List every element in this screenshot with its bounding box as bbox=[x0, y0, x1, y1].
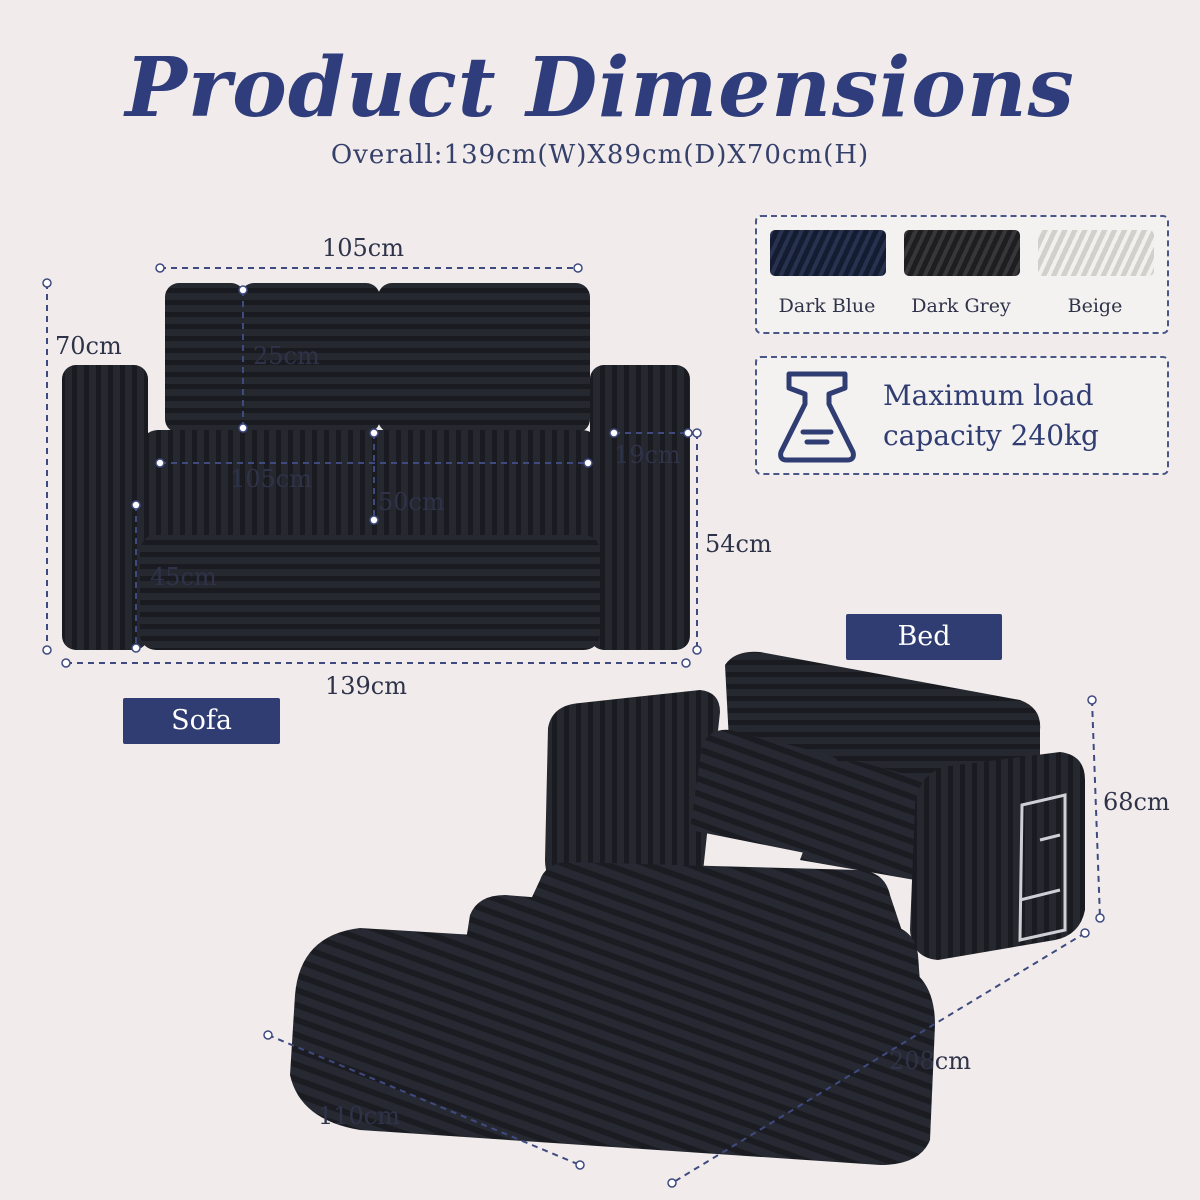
sofa-dimension-lines bbox=[46, 267, 698, 664]
bed-length-label: 208cm bbox=[889, 1047, 972, 1075]
sofa-back-middle bbox=[240, 283, 380, 433]
sofa-cushion-height-label: 25cm bbox=[253, 342, 320, 370]
sofa-seat-depth-label: 50cm bbox=[378, 488, 445, 516]
sofa-dimension-dots bbox=[42, 263, 702, 668]
bed-tag: Bed bbox=[846, 614, 1002, 660]
swatch-label-dark-blue: Dark Blue bbox=[778, 295, 876, 317]
bed-image bbox=[290, 651, 1085, 1165]
bed-cushion-left bbox=[690, 729, 843, 855]
sofa-tag: Sofa bbox=[123, 698, 280, 744]
swatch-dark-grey[interactable] bbox=[904, 230, 1020, 276]
sofa-seat-cushion bbox=[140, 430, 600, 540]
sofa-arm-right bbox=[590, 365, 690, 650]
page-title: Product Dimensions bbox=[125, 40, 1075, 136]
sofa-arm-height-label: 54cm bbox=[705, 530, 772, 558]
sofa-height-label: 70cm bbox=[55, 332, 122, 360]
bed-mattress-front bbox=[290, 928, 935, 1165]
swatch-label-beige: Beige bbox=[1067, 295, 1123, 317]
sofa-arm-left bbox=[62, 365, 148, 650]
swatch-label-dark-grey: Dark Grey bbox=[911, 295, 1011, 317]
sofa-base bbox=[140, 535, 600, 650]
weight-icon bbox=[778, 371, 856, 463]
bed-width-label: 110cm bbox=[318, 1102, 401, 1130]
bed-height-label: 68cm bbox=[1103, 788, 1170, 816]
max-load-line1: Maximum load bbox=[883, 379, 1094, 412]
bed-dimension-dots bbox=[263, 695, 1105, 1188]
sofa-image bbox=[62, 283, 690, 650]
sofa-back-width-label: 105cm bbox=[322, 234, 405, 262]
color-options-panel: Dark Blue Dark Grey Beige bbox=[755, 215, 1169, 334]
max-load-line2: capacity 240kg bbox=[883, 419, 1099, 452]
bed-arm-left bbox=[545, 690, 720, 900]
bed-side-pocket bbox=[1018, 793, 1067, 942]
bed-dimension-lines bbox=[267, 699, 1101, 1184]
sofa-total-width-label: 139cm bbox=[325, 672, 408, 700]
bed-arm-right bbox=[910, 752, 1085, 960]
sofa-seat-height-label: 45cm bbox=[150, 563, 217, 591]
sofa-back-left bbox=[165, 283, 245, 433]
swatch-beige[interactable] bbox=[1038, 230, 1154, 276]
sofa-back-right bbox=[378, 283, 590, 433]
sofa-seat-width-label: 105cm bbox=[230, 465, 313, 493]
swatch-dark-blue[interactable] bbox=[770, 230, 886, 276]
max-load-panel: Maximum load capacity 240kg bbox=[755, 356, 1169, 475]
bed-cushion-right bbox=[800, 761, 946, 880]
overall-dimensions: Overall:139cm(W)X89cm(D)X70cm(H) bbox=[330, 140, 870, 170]
sofa-arm-width-label: 19cm bbox=[614, 441, 681, 469]
